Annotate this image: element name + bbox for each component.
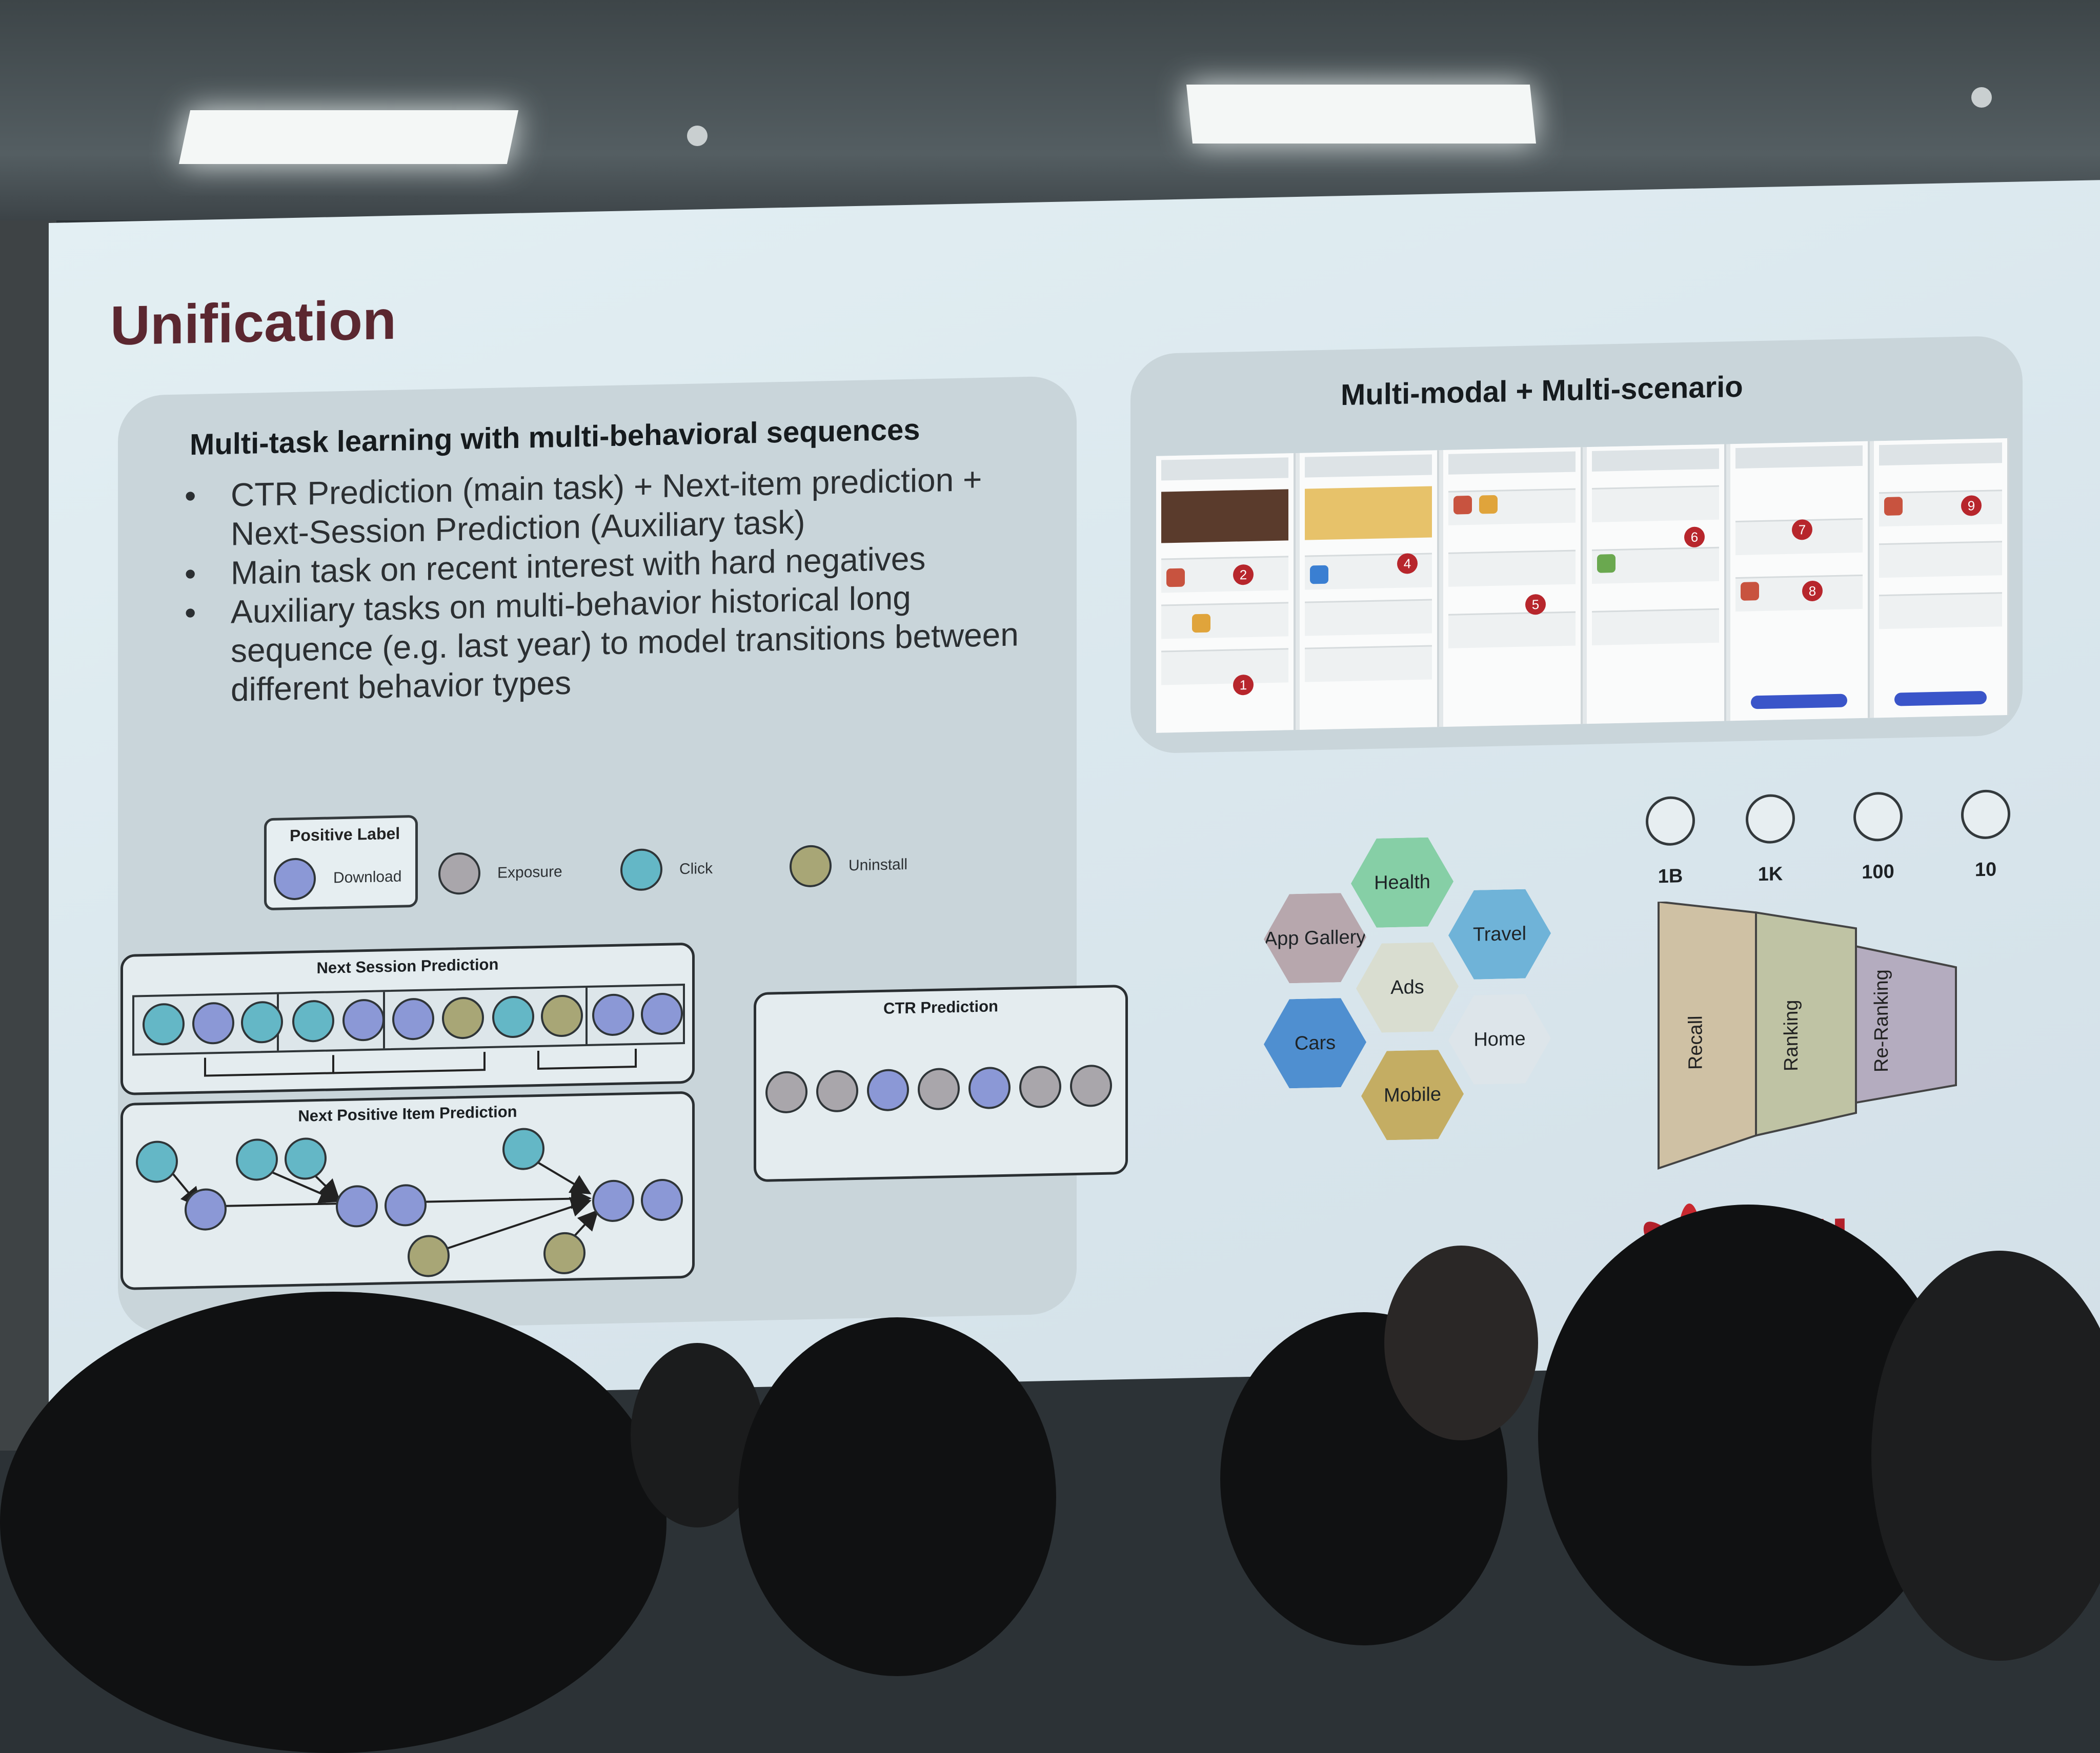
app-screenshots: 2 1 4 5	[1156, 438, 2009, 733]
phone-row	[1161, 602, 1288, 639]
badge: 1	[1233, 674, 1254, 696]
app-icon	[1741, 582, 1759, 601]
scale-label: 100	[1862, 861, 1894, 883]
ctr-dot	[968, 1066, 1011, 1110]
phone-screen: 6	[1587, 444, 1726, 724]
scale-circle	[1853, 791, 1903, 842]
badge: 6	[1684, 526, 1705, 548]
phone-row	[1592, 485, 1719, 522]
legend-download-label: Download	[333, 868, 402, 887]
ctr-dot	[816, 1069, 858, 1113]
next-session-box: Next Session Prediction	[120, 942, 695, 1096]
bullet-item: Auxiliary tasks on multi-behavior histor…	[185, 575, 1056, 710]
phone-row	[1879, 541, 2002, 578]
stage-ranking: Ranking	[1781, 1000, 1803, 1072]
positive-label-legend: Positive Label Download	[264, 814, 418, 911]
funnel-diagram	[1658, 900, 1957, 1170]
wall-left	[0, 220, 56, 1451]
phone-screen: 2 1	[1156, 453, 1296, 733]
phone-button	[1751, 694, 1847, 709]
uninstall-dot	[790, 845, 832, 888]
hex-app-gallery: App Gallery	[1264, 892, 1366, 984]
legend-exposure-label: Exposure	[497, 863, 562, 882]
phone-header	[1735, 445, 1863, 469]
sprinkler-icon	[1971, 87, 1992, 108]
ceiling	[0, 0, 2100, 220]
audience-head	[0, 1292, 667, 1753]
legend-click-label: Click	[679, 860, 713, 878]
scale-circle	[1746, 793, 1795, 844]
slide-title: Unification	[110, 288, 396, 357]
app-icon	[1597, 554, 1616, 573]
phone-row	[1448, 549, 1576, 587]
phone-row	[1161, 648, 1288, 685]
ceiling-light-right	[1186, 85, 1537, 144]
phone-screen: 9	[1874, 438, 2009, 718]
bullet-list: CTR Prediction (main task) + Next-item p…	[185, 458, 1056, 710]
ctr-title: CTR Prediction	[883, 997, 998, 1017]
app-icon	[1192, 614, 1210, 633]
scale-circle	[1961, 789, 2010, 840]
app-icon	[1310, 565, 1328, 584]
phone-header	[1161, 457, 1288, 481]
stage-reranking: Re-Ranking	[1870, 969, 1892, 1073]
next-positive-box: Next Positive Item Prediction	[120, 1091, 695, 1291]
ctr-dot	[918, 1067, 960, 1111]
legend-uninstall-label: Uninstall	[849, 855, 908, 874]
phone-row	[1305, 645, 1432, 682]
phone-screen: 5	[1443, 447, 1583, 727]
app-icon	[1453, 495, 1472, 515]
ctr-dot	[765, 1070, 807, 1114]
ctr-dot	[867, 1068, 909, 1112]
phone-screen: 7 8	[1730, 441, 1870, 721]
phone-header	[1305, 454, 1432, 478]
ctr-prediction-box: CTR Prediction	[754, 984, 1128, 1183]
phone-header	[1448, 451, 1576, 475]
audience-head	[1384, 1246, 1538, 1440]
exposure-dot	[438, 852, 480, 895]
click-dot	[620, 848, 662, 891]
hex-ads: Ads	[1356, 942, 1459, 1033]
hex-home: Home	[1448, 994, 1551, 1085]
scale-label: 10	[1974, 859, 1997, 881]
phone-banner	[1161, 489, 1288, 543]
hex-health: Health	[1351, 837, 1453, 928]
multi-modal-panel: Multi-modal + Multi-scenario 2 1	[1130, 335, 2023, 754]
phone-header	[1879, 442, 2002, 466]
phone-row	[1592, 608, 1719, 645]
scale-label: 1B	[1658, 865, 1683, 888]
phone-banner	[1305, 486, 1432, 540]
legend-title: Positive Label	[290, 824, 400, 845]
ceiling-light-left	[178, 110, 519, 164]
hex-mobile: Mobile	[1361, 1049, 1464, 1140]
ctr-dot	[1070, 1064, 1112, 1108]
app-icon	[1884, 497, 1903, 516]
session-arrows	[204, 1048, 637, 1077]
app-icon	[1479, 495, 1498, 514]
phone-screen: 4	[1300, 450, 1439, 730]
scale-label: 1K	[1758, 863, 1783, 886]
multi-task-panel: Multi-task learning with multi-behaviora…	[118, 376, 1128, 1334]
hex-cars: Cars	[1264, 997, 1366, 1089]
scale-circle	[1646, 796, 1695, 846]
phone-header	[1592, 448, 1719, 472]
phone-button	[1894, 690, 1987, 706]
panel-heading: Multi-modal + Multi-scenario	[1341, 370, 1743, 412]
hex-travel: Travel	[1448, 889, 1551, 980]
audience-head	[738, 1317, 1056, 1676]
ctr-dot	[1019, 1065, 1061, 1109]
phone-row	[1448, 611, 1576, 648]
app-icon	[1166, 568, 1185, 587]
sprinkler-icon	[687, 126, 708, 146]
stage-recall: Recall	[1685, 1015, 1707, 1070]
panel-heading: Multi-task learning with multi-behaviora…	[190, 413, 920, 462]
phone-row	[1305, 599, 1432, 636]
phone-row	[1879, 592, 2002, 629]
download-dot	[274, 858, 316, 901]
